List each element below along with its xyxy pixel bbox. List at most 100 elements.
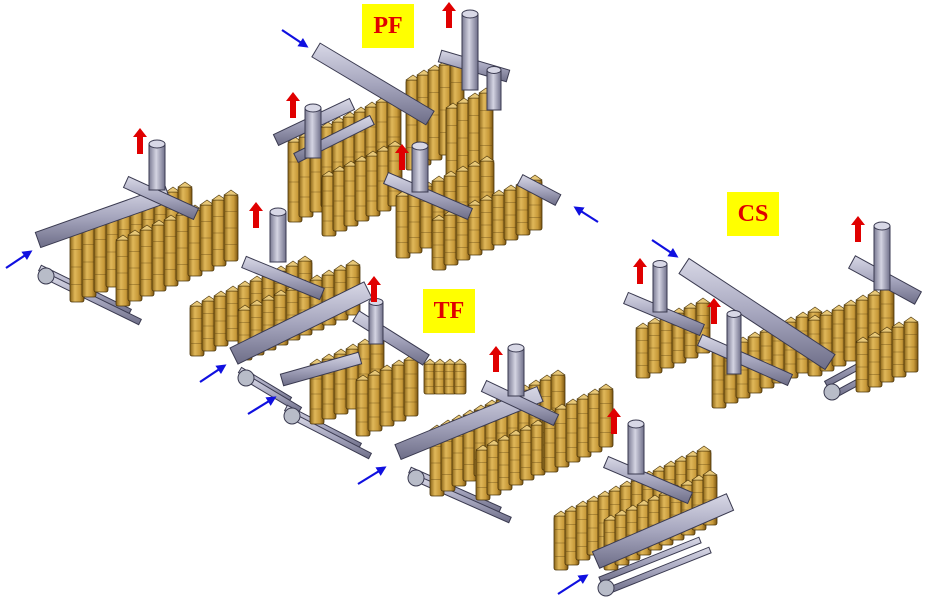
coil-tank-top [427,64,443,71]
coil-tank-top [586,495,602,502]
cs-unit [623,221,923,409]
exhaust-stack [304,107,322,159]
header-pipe [678,257,836,371]
exhaust-stack [461,13,479,91]
exhaust-stack [411,145,429,193]
coil-tank-top [321,170,337,177]
coil-tank-top [423,358,437,365]
coil-tank-top [843,299,859,306]
coil-tank-top [213,290,229,297]
outlet-arrow [607,408,621,434]
coil-tank-top [528,379,544,386]
coil-tank-top [550,369,566,376]
coil-tank-top [151,219,167,226]
coil-tank-top [479,155,495,162]
exhaust-stack [726,313,742,375]
header-pipe [229,281,373,365]
coil-tank-top [342,111,358,118]
coil-tank-top [475,444,491,451]
coil-tank-top [443,170,459,177]
coil-tank-top [831,304,847,311]
coil-tank-top [491,189,507,196]
coil-tank-top [497,434,513,441]
coil-tank-top [443,358,457,365]
exhaust-stack-top [652,260,668,268]
coil-tank-top [345,259,361,266]
coil-tank-top [453,358,467,365]
exhaust-stack [873,225,891,291]
coil-tank-top [879,326,895,333]
coil-tank-top [553,510,569,517]
coil-tank-top [867,331,883,338]
coil-tank-top [431,175,447,182]
coil-tank-top [433,358,447,365]
exhaust-stack-top [304,103,322,113]
coil-tank-top [115,234,131,241]
outlet-arrow [489,346,503,372]
coil-tank-top [576,393,592,400]
header-pipe [241,255,325,301]
coil-tank-top [702,469,718,476]
exhaust-stack-top [873,221,891,231]
inlet-arrow [557,574,589,595]
header-pipe [394,385,544,461]
coil-tank-top [695,297,711,304]
coil-tank-top [285,260,301,267]
blower-motor [283,407,301,425]
coil-tank-top [564,505,580,512]
header-pipe [623,291,705,337]
coil-tank-top [603,514,619,521]
coil-tank-top [177,181,193,188]
coil-tank-top [807,314,823,321]
header-pipe [602,455,694,505]
coil-tank-top [127,229,143,236]
coil-tank-top [467,199,483,206]
coil-tank-top [365,150,381,157]
unit-mid [189,207,373,414]
inlet-arrow [573,206,599,223]
unit-left [34,139,239,326]
coil-tank-top [539,374,555,381]
coil-tank-top [405,74,421,81]
coil-tank-top [508,429,524,436]
unit-tf-small [423,358,467,395]
coil-tank-top [431,214,447,221]
coil-tank-top [273,289,289,296]
coil-tank-top [332,165,348,172]
coil-tank-top [671,307,687,314]
label-pf: PF [362,4,414,48]
coil-tank-top [696,445,712,452]
exhaust-stack-top [507,343,525,353]
inlet-arrow [199,364,227,383]
coil-tank-top [530,419,546,426]
coil-tank-top [467,92,483,99]
header-pipe [516,174,562,206]
coil-tank-top [855,336,871,343]
coil-tank-top [635,322,651,329]
coil-tank-top [189,300,205,307]
coil-tank-top [565,398,581,405]
coil-tank-top [309,274,325,281]
label-cs: CS [727,192,779,236]
coil-tank-top [619,480,635,487]
exhaust-stack [269,211,287,263]
coil-tank-top [608,485,624,492]
coil-tank-top [354,155,370,162]
coil-tank-top [201,295,217,302]
inlet-arrow [5,250,33,269]
coil-tank-top [903,316,919,323]
coil-tank-top [211,194,227,201]
exhaust-stack [652,263,668,313]
coil-tank-top [249,275,265,282]
coil-tank-top [807,306,823,313]
coil-tank-top [379,364,395,371]
exhaust-stack [627,423,645,475]
coil-tank-top [223,189,239,196]
blower-motor [597,579,615,597]
exhaust-stack [368,301,384,345]
blower-motor [823,383,841,401]
pf-unit-b [311,9,511,179]
coil-tank-top [691,474,707,481]
outlet-arrow [851,216,865,242]
coil-tank-top [343,160,359,167]
